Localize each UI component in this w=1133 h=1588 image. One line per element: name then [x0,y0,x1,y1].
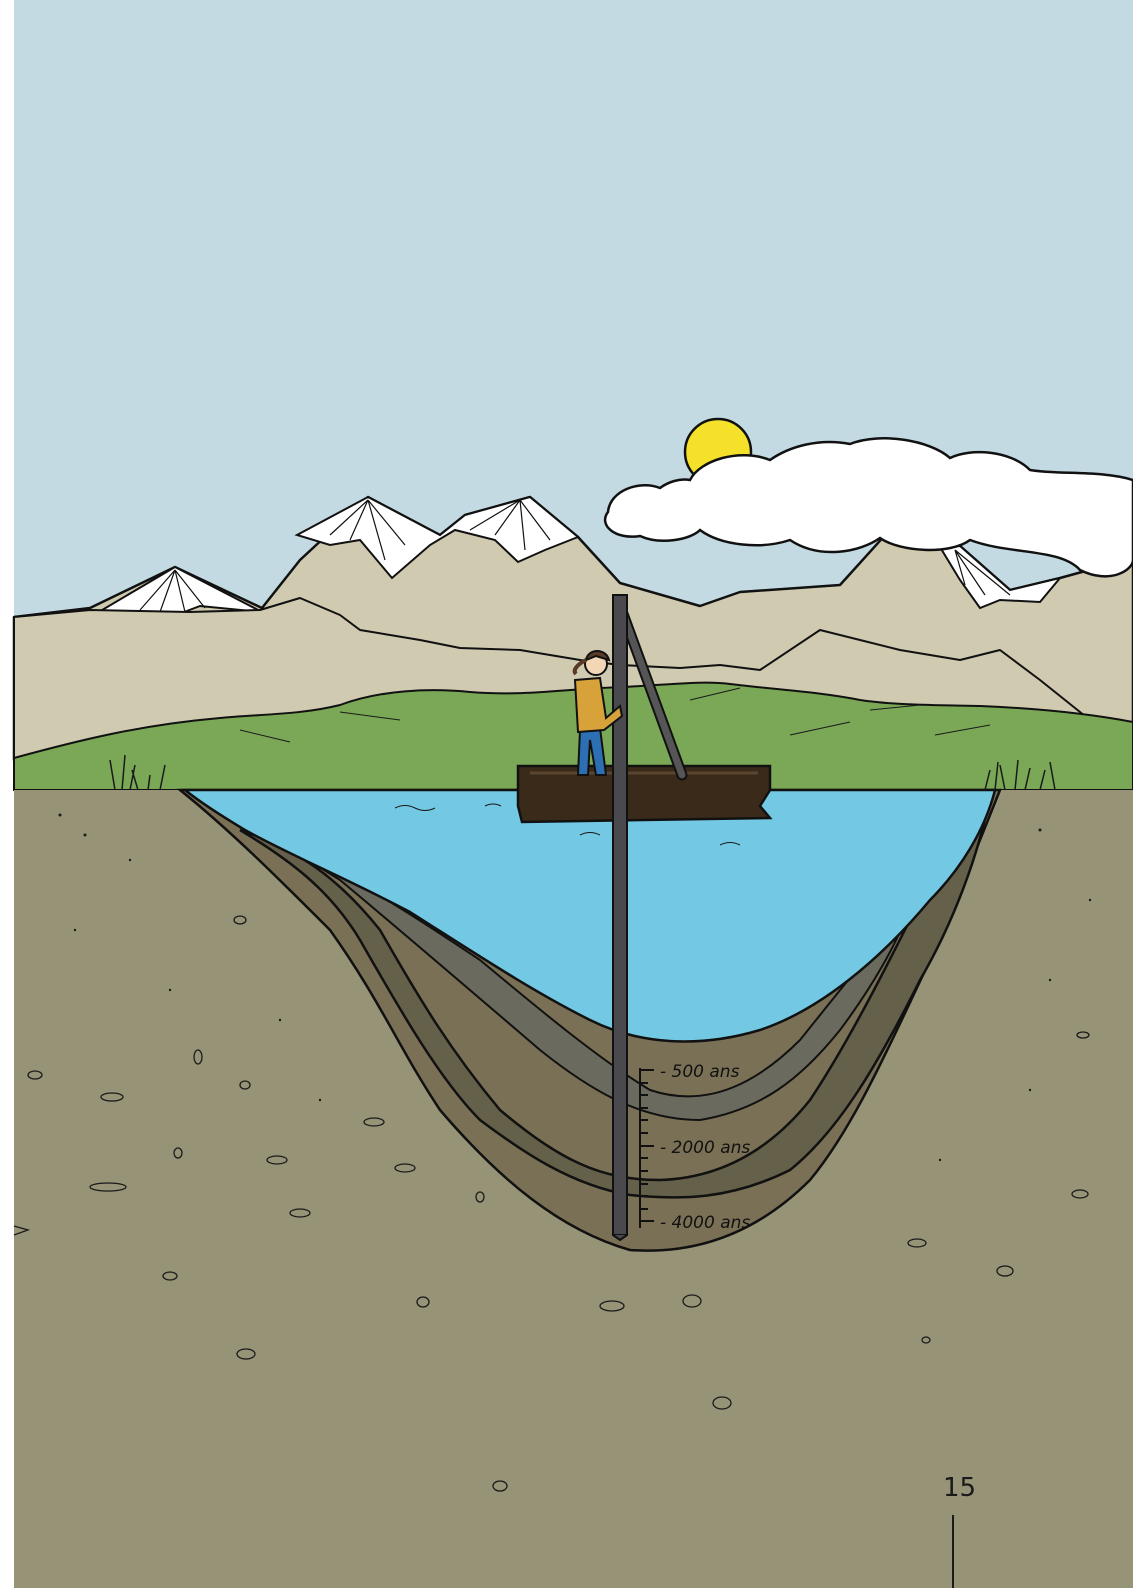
depth-label-2000: - 2000 ans [660,1138,750,1158]
page-margin [0,0,14,1588]
page-number: 15 [943,1473,976,1503]
coring-pole [613,595,627,1235]
depth-label-4000: - 4000 ans [660,1213,750,1233]
depth-label-500: - 500 ans [660,1062,740,1082]
